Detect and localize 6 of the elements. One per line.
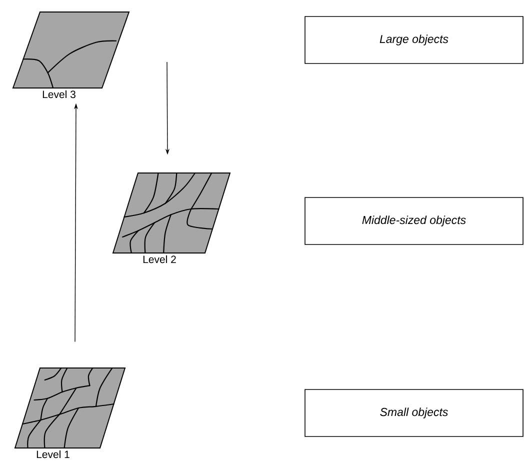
- label-box: Middle-sized objects: [304, 197, 524, 245]
- label-box: Small objects: [304, 389, 524, 437]
- node-label: Level 1: [36, 450, 70, 458]
- node-label: Level 3: [42, 90, 76, 98]
- label-box: Large objects: [304, 16, 524, 64]
- node-label: Level 2: [143, 255, 176, 264]
